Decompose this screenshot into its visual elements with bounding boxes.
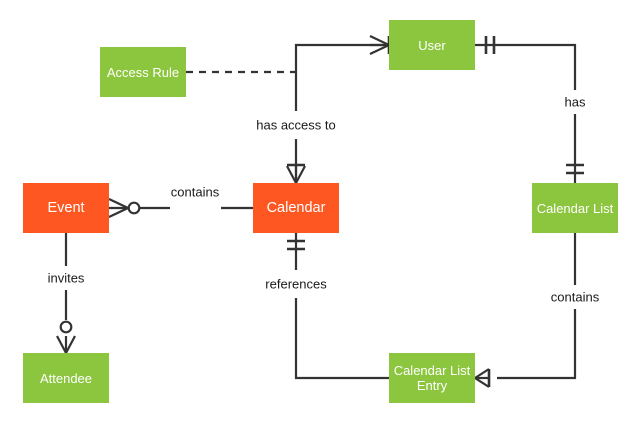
entity-event[interactable]: Event	[23, 183, 109, 233]
cardinality-user-right-exactly-one	[484, 36, 496, 54]
entity-calendar-list[interactable]: Calendar List	[532, 183, 618, 233]
entity-label-event: Event	[47, 199, 85, 216]
cardinality-calendar-top-one-or-many	[286, 163, 306, 184]
entity-label-user: User	[418, 37, 446, 53]
entity-calendar[interactable]: Calendar	[253, 183, 339, 233]
edge-user-calendar	[294, 43, 389, 111]
entity-attendee[interactable]: Attendee	[23, 353, 109, 403]
edge-calendarlist-cle-lower	[497, 309, 577, 380]
edge-calendar-cle-lower	[294, 298, 389, 380]
edge-label-contains-calendarlist: contains	[546, 289, 604, 305]
edge-label-has-access-to: has access to	[252, 117, 340, 133]
cardinality-calendar-bottom-exactly-one	[287, 239, 305, 251]
entity-label-calendar-list: Calendar List	[536, 200, 614, 216]
edge-label-references: references	[261, 276, 331, 292]
entity-access-rule[interactable]: Access Rule	[100, 47, 186, 97]
edge-label-has: has	[560, 94, 590, 110]
entity-user[interactable]: User	[389, 20, 475, 70]
cardinality-user-left-one-or-many	[369, 35, 391, 55]
cardinality-cle-right-one-or-many	[474, 368, 491, 388]
edge-label-invites: invites	[43, 270, 89, 286]
entity-label-access-rule: Access Rule	[106, 64, 180, 80]
entity-label-attendee: Attendee	[39, 370, 93, 386]
cardinality-attendee-top-zero-or-many	[56, 320, 76, 354]
cardinality-calendarlist-top-exactly-one	[566, 163, 584, 175]
edge-user-calendarlist-top	[475, 43, 577, 90]
entity-calendar-list-entry[interactable]: Calendar List Entry	[389, 353, 475, 403]
entity-label-calendar-list-entry: Calendar List Entry	[393, 363, 471, 393]
cardinality-event-right-zero-or-many	[108, 198, 141, 218]
entity-label-calendar: Calendar	[266, 199, 326, 216]
edge-label-contains-event-calendar: contains	[166, 184, 224, 200]
